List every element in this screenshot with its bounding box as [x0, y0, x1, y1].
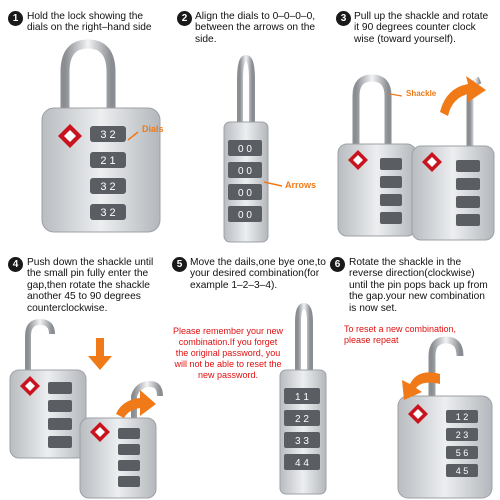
- dial-3: 3 2: [100, 181, 115, 193]
- step-number-4: 4: [8, 257, 23, 272]
- lock-step-4-after: [79, 380, 163, 499]
- rotate-arrow-icon: [440, 76, 486, 116]
- dial-2: 0 0: [238, 166, 252, 177]
- lock-step-3-before: [337, 74, 417, 237]
- step-number-5: 5: [172, 257, 187, 272]
- step-text-1: Hold the lock showing the dials on the r…: [27, 11, 152, 34]
- dial-1: 3 2: [100, 129, 115, 141]
- lock-step-5: 1 1 2 2 3 3 4 4: [279, 302, 327, 495]
- dial-3: 0 0: [238, 188, 252, 199]
- step-text-5: Move the dails,one bye one,to your desir…: [190, 257, 326, 291]
- lock-step-2: 0 0 0 0 0 0 0 0: [223, 54, 283, 243]
- arrows-label: Arrows: [285, 180, 317, 190]
- dial-4: 4 5: [456, 466, 469, 476]
- lock-step-1: 3 2 2 1 3 2 3 2: [41, 39, 161, 233]
- lock-step-4-before: [9, 318, 87, 459]
- down-arrow-icon: [88, 338, 112, 370]
- dial-2: 2 1: [100, 155, 115, 167]
- remember-warning: Please remember your new combination.If …: [172, 326, 284, 380]
- lock-step-6: 1 2 2 3 5 6 4 5: [397, 336, 493, 499]
- dial-4: 4 4: [295, 458, 309, 469]
- dial-3: 5 6: [456, 448, 469, 458]
- dial-1: 1 1: [295, 392, 309, 403]
- step-text-4: Push down the shackle until the small pi…: [27, 257, 154, 314]
- dial-4: 3 2: [100, 207, 115, 219]
- dial-4: 0 0: [238, 210, 252, 221]
- step-number-3: 3: [336, 11, 351, 26]
- rotate-arrow-icon: [116, 390, 156, 418]
- step-number-6: 6: [330, 257, 345, 272]
- step-number-1: 1: [8, 11, 23, 26]
- reset-warning: To reset a new combination, please repea…: [344, 324, 457, 345]
- shackle-label: Shackle: [406, 89, 437, 98]
- dial-1: 0 0: [238, 144, 252, 155]
- tsa-logo: [58, 124, 82, 148]
- step-text-2: Align the dials to 0–0–0–0, between the …: [195, 11, 316, 45]
- dial-2: 2 2: [295, 414, 309, 425]
- dial-1: 1 2: [456, 412, 469, 422]
- step-text-6: Rotate the shackle in the reverse direct…: [349, 257, 488, 314]
- dial-2: 2 3: [456, 430, 469, 440]
- step-number-2: 2: [177, 11, 192, 26]
- dial-3: 3 3: [295, 436, 309, 447]
- rotate-arrow-icon: [402, 372, 440, 400]
- dials-label: Dials: [142, 124, 164, 134]
- step-text-3: Pull up the shackle and rotate it 90 deg…: [354, 11, 489, 45]
